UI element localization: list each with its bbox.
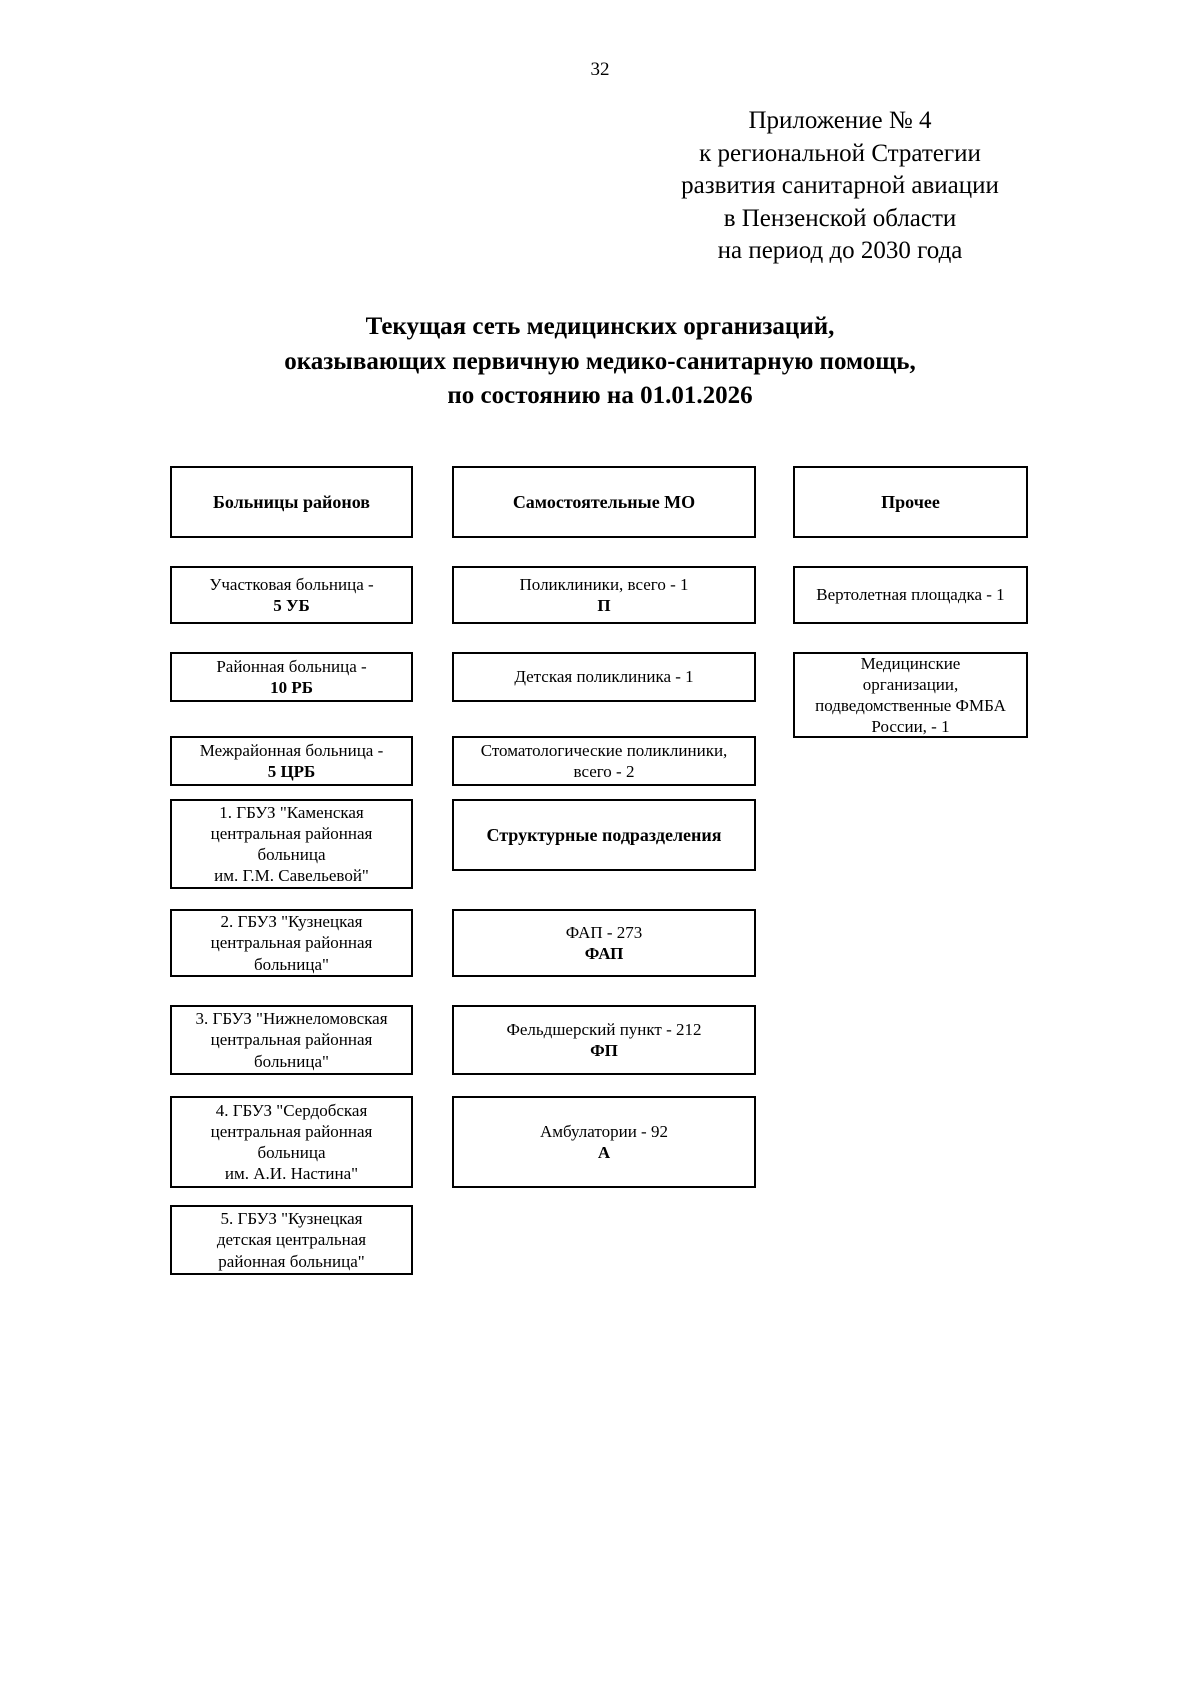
node-hospital-5-kuznetskaya-detskaya: 5. ГБУЗ "Кузнецкая детская центральная р… bbox=[170, 1205, 413, 1275]
column-header-other: Прочее bbox=[793, 466, 1028, 538]
node-line-2: организации, bbox=[862, 674, 959, 694]
node-line-2: ФП bbox=[590, 1041, 618, 1060]
node-line-1: Вертолетная площадка - 1 bbox=[816, 585, 1005, 605]
node-line-1: 1. ГБУЗ "Каменская bbox=[219, 802, 364, 822]
node-line-2: центральная районная bbox=[210, 933, 373, 953]
node-line-2: центральная районная bbox=[210, 1121, 373, 1141]
node-line-3: районная больница" bbox=[218, 1251, 365, 1271]
node-rayonnaya-bolnitsa: Районная больница - 10 РБ bbox=[170, 652, 413, 702]
node-line-1: 5. ГБУЗ "Кузнецкая bbox=[220, 1209, 363, 1229]
node-line-2: А bbox=[597, 1143, 611, 1162]
title-line-1: Текущая сеть медицинских организаций, bbox=[365, 313, 835, 340]
node-ambulatorii: Амбулатории - 92 А bbox=[452, 1096, 756, 1188]
node-line-2: детская центральная bbox=[216, 1230, 367, 1250]
title-line-3: по состоянию на 01.01.2026 bbox=[447, 382, 753, 409]
node-line-1: Амбулатории - 92 bbox=[540, 1121, 668, 1141]
node-line-3: больница" bbox=[254, 1051, 329, 1071]
appendix-line-5: на период до 2030 года bbox=[717, 237, 963, 264]
node-uchastkovaya-bolnitsa: Участковая больница - 5 УБ bbox=[170, 566, 413, 624]
node-line-1: Стоматологические поликлиники, bbox=[480, 740, 728, 760]
node-line-2: ФАП bbox=[584, 944, 624, 963]
node-line-4: им. Г.М. Савельевой" bbox=[214, 866, 369, 886]
node-line-2: 5 УБ bbox=[273, 596, 310, 615]
title-line-2: оказывающих первичную медико-санитарную … bbox=[284, 347, 916, 375]
node-line-3: подведомственные ФМБА bbox=[815, 696, 1006, 715]
node-line-1: ФАП - 273 bbox=[565, 922, 643, 942]
page-title: Текущая сеть медицинских организаций, ок… bbox=[130, 310, 1070, 414]
column-header-independent: Самостоятельные МО bbox=[452, 466, 756, 538]
node-line-1: 3. ГБУЗ "Нижнеломовская bbox=[195, 1009, 388, 1029]
node-hospital-1-kamenskaya: 1. ГБУЗ "Каменская центральная районная … bbox=[170, 799, 413, 889]
node-line-1: Межрайонная больница - bbox=[199, 740, 384, 760]
node-mo-fmba: Медицинские организации, подведомственны… bbox=[793, 652, 1028, 738]
appendix-line-4: в Пензенской области bbox=[723, 204, 957, 232]
node-strukturnye-podrazdeleniya: Структурные подразделения bbox=[452, 799, 756, 871]
node-line-2: центральная районная bbox=[210, 823, 373, 843]
appendix-line-3: развития санитарной авиации bbox=[681, 172, 999, 199]
node-feldsherskiy-punkt: Фельдшерский пункт - 212 ФП bbox=[452, 1005, 756, 1075]
appendix-line-1: Приложение № 4 bbox=[748, 107, 932, 134]
node-line-1: Участковая больница - bbox=[209, 574, 374, 594]
page-number: 32 bbox=[590, 59, 610, 80]
node-line-1: 2. ГБУЗ "Кузнецкая bbox=[220, 912, 363, 932]
node-hospital-3-nizhnelomovskaya: 3. ГБУЗ "Нижнеломовская центральная райо… bbox=[170, 1005, 413, 1075]
node-line-2: всего - 2 bbox=[573, 762, 635, 781]
node-line-2: центральная районная bbox=[210, 1030, 373, 1050]
node-line-1: Районная больница - bbox=[216, 656, 367, 676]
column-header-districts: Больницы районов bbox=[170, 466, 413, 538]
node-hospital-2-kuznetskaya: 2. ГБУЗ "Кузнецкая центральная районная … bbox=[170, 909, 413, 977]
node-polikliniki-vsego: Поликлиники, всего - 1 П bbox=[452, 566, 756, 624]
node-line-1: Детская поликлиника - 1 bbox=[514, 667, 694, 687]
node-vertoletnaya-ploshchadka: Вертолетная площадка - 1 bbox=[793, 566, 1028, 624]
node-line-3: больница" bbox=[254, 954, 329, 974]
node-line-1: Фельдшерский пункт - 212 bbox=[506, 1019, 702, 1039]
node-detskaya-poliklinika: Детская поликлиника - 1 bbox=[452, 652, 756, 702]
node-line-2: 5 ЦРБ bbox=[267, 762, 316, 781]
node-line-1: 4. ГБУЗ "Сердобская bbox=[215, 1100, 368, 1120]
node-hospital-4-serdobskaya: 4. ГБУЗ "Сердобская центральная районная… bbox=[170, 1096, 413, 1188]
node-line-3: больница bbox=[257, 1143, 326, 1162]
node-line-1: Поликлиники, всего - 1 bbox=[519, 574, 689, 594]
node-line-2: 10 РБ bbox=[270, 678, 313, 697]
appendix-line-2: к региональной Стратегии bbox=[699, 139, 981, 167]
node-line-2: П bbox=[597, 596, 611, 615]
organization-chart: Больницы районов Участковая больница - 5… bbox=[0, 466, 1200, 1326]
node-mezhrayonnaya-bolnitsa: Межрайонная больница - 5 ЦРБ bbox=[170, 736, 413, 786]
appendix-reference-block: Приложение № 4 к региональной Стратегии … bbox=[600, 105, 1080, 268]
node-line-3: больница bbox=[257, 845, 326, 864]
node-line-4: России, - 1 bbox=[871, 717, 950, 737]
node-fap: ФАП - 273 ФАП bbox=[452, 909, 756, 977]
node-line-1: Медицинские bbox=[860, 653, 961, 673]
node-stomatologicheskie-polikliniki: Стоматологические поликлиники, всего - 2 bbox=[452, 736, 756, 786]
node-line-4: им. А.И. Настина" bbox=[224, 1164, 359, 1184]
